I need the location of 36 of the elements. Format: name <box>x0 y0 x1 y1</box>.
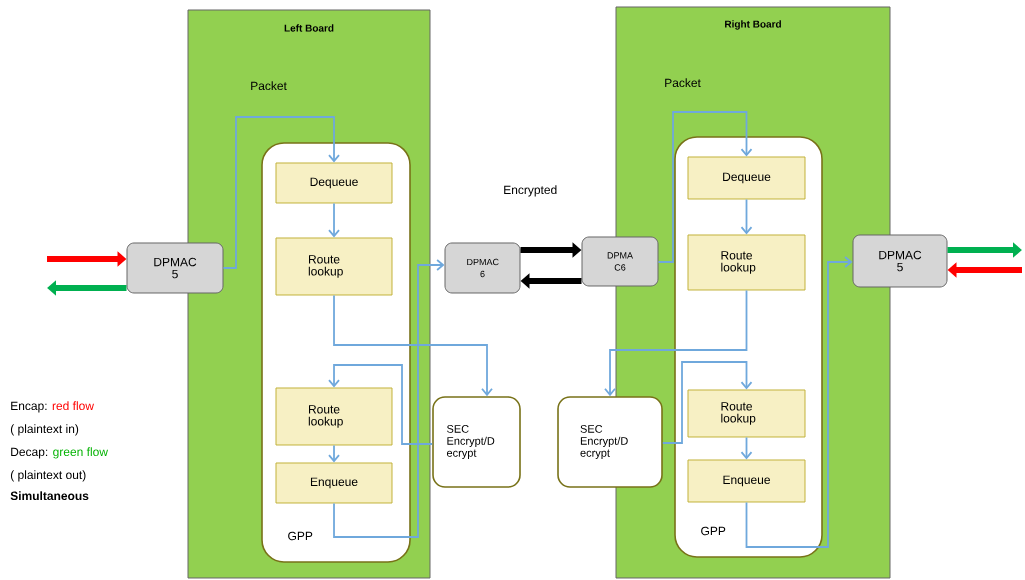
arrow <box>222 116 340 269</box>
flow-label: Packet <box>251 81 287 91</box>
process-box: Route lookup <box>275 237 393 296</box>
arrow <box>657 111 753 263</box>
legend-text: green flow <box>53 447 108 459</box>
arrow <box>333 294 493 397</box>
engine-box: SEC Encrypt/D ecrypt <box>432 396 521 488</box>
engine-box: SEC Encrypt/D ecrypt <box>557 396 663 488</box>
port-box: DPMAC 5 <box>126 242 224 294</box>
arrow <box>740 198 753 235</box>
legend-text: ( plaintext out) <box>10 470 86 482</box>
legend-text: Decap: <box>11 447 48 459</box>
port-box: DPMAC 6 <box>444 242 521 294</box>
arrow <box>745 256 853 548</box>
arrow <box>328 202 340 238</box>
process-box: Route lookup <box>275 387 393 446</box>
legend-text: Encap: <box>11 401 47 413</box>
process-box: Route lookup <box>687 234 806 291</box>
process-box: Enqueue <box>275 462 393 504</box>
arrow <box>328 444 340 463</box>
process-box: Route lookup <box>687 389 806 438</box>
arrow <box>740 436 753 460</box>
flow-label: Encrypted <box>504 185 557 197</box>
arrow <box>333 259 445 538</box>
legend-text: ( plaintext in) <box>10 424 79 436</box>
process-box: Dequeue <box>275 162 393 204</box>
arrow <box>661 361 753 444</box>
process-box: Enqueue <box>687 459 806 503</box>
port-box: DPMAC 5 <box>852 234 948 288</box>
process-box: Dequeue <box>687 156 806 200</box>
legend-text: red flow <box>52 401 94 411</box>
note-text: Simultaneous <box>10 491 89 501</box>
port-box: DPMA C6 <box>581 236 659 287</box>
arrow <box>604 289 748 397</box>
arrow <box>328 364 434 445</box>
flow-label: Packet <box>665 78 701 88</box>
